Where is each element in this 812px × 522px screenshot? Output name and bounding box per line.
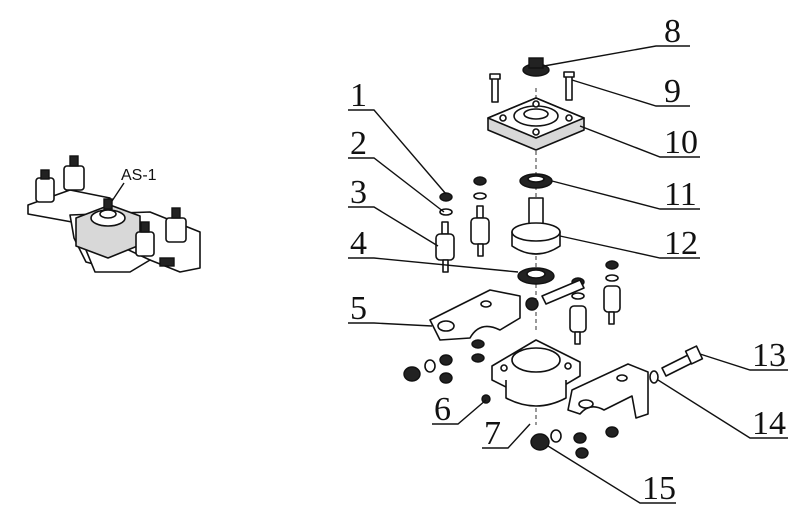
part-14-washer [649,370,659,384]
part-4-bearing [517,267,555,285]
right-bracket [567,363,649,419]
part-15-nut [530,426,619,459]
part-13-bolt [661,345,704,377]
callout-15: 15 [642,470,676,507]
callout-14: 14 [752,405,786,442]
part-12-shaft-hub [511,197,561,255]
callout-4: 4 [350,225,367,262]
center-housing [491,339,581,407]
callout-1: 1 [350,77,367,114]
assembly-label: AS-1 [121,167,157,184]
callout-6: 6 [434,391,451,428]
callout-5: 5 [350,290,367,327]
callout-11: 11 [664,176,697,213]
callout-3: 3 [350,174,367,211]
right-mounts [525,260,621,345]
part-9-screws [489,71,575,103]
callout-10: 10 [664,124,698,161]
callout-7: 7 [484,415,501,452]
assembled-view: AS-1 [27,155,201,273]
callout-2: 2 [350,125,367,162]
left-lower-hardware [403,339,485,384]
part-1-nuts [439,176,487,202]
part-5-bracket [429,289,521,341]
exploded-view [403,57,704,459]
part-3-rubber-mounts [435,205,490,273]
part-10-flange-plate [487,97,585,151]
callout-8: 8 [664,13,681,50]
callout-9: 9 [664,73,681,110]
part-11-bearing [519,173,553,189]
part-8-nut [522,57,550,77]
callout-13: 13 [752,337,786,374]
callout-labels: 1 2 3 4 5 6 7 8 9 10 11 12 13 14 15 [350,13,786,507]
callout-12: 12 [664,225,698,262]
leader-lines [348,45,788,504]
